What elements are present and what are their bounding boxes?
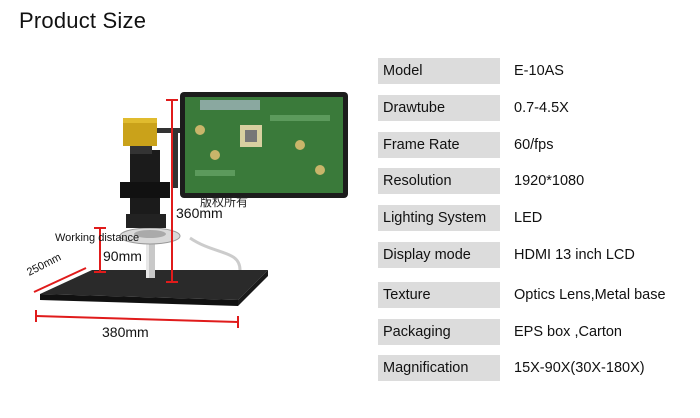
base-plate <box>40 270 268 300</box>
spec-label: Resolution <box>378 168 500 194</box>
power-cable <box>189 236 242 271</box>
spec-value: 60/fps <box>514 137 554 153</box>
monitor-screen <box>185 97 343 193</box>
spec-value: 1920*1080 <box>514 173 585 189</box>
spec-row-texture: Texture Optics Lens,Metal base <box>378 282 688 308</box>
spec-label: Drawtube <box>378 95 500 121</box>
spec-value: HDMI 13 inch LCD <box>514 247 635 263</box>
working-distance-label: Working distance <box>55 232 140 244</box>
spec-label: Magnification <box>378 355 500 381</box>
spec-value: 15X-90X(30X-180X) <box>514 360 645 376</box>
spec-row-lighting-system: Lighting System LED <box>378 205 688 231</box>
spec-value: LED <box>514 210 543 226</box>
spec-row-frame-rate: Frame Rate 60/fps <box>378 132 688 158</box>
spec-label: Display mode <box>378 242 500 268</box>
spec-row-packaging: Packaging EPS box ,Carton <box>378 319 688 345</box>
spec-row-drawtube: Drawtube 0.7-4.5X <box>378 95 688 121</box>
spec-row-model: Model E-10AS <box>378 58 688 84</box>
spec-value: EPS box ,Carton <box>514 324 622 340</box>
spec-label: Frame Rate <box>378 132 500 158</box>
spec-row-magnification: Magnification 15X-90X(30X-180X) <box>378 355 688 381</box>
width-dimension-label: 380mm <box>102 324 149 340</box>
depth-dimension-line <box>33 267 87 293</box>
spec-value: 0.7-4.5X <box>514 100 569 116</box>
working-distance-value: 90mm <box>103 248 142 264</box>
height-dimension-label: 360mm <box>176 205 223 221</box>
width-dimension-line <box>35 315 239 323</box>
spec-row-resolution: Resolution 1920*1080 <box>378 168 688 194</box>
monitor-arm <box>157 128 183 133</box>
product-illustration: 版权所有 360mm Working distance 90mm 250mm 3… <box>25 92 348 340</box>
base-plate-front <box>40 294 238 306</box>
spec-value: Optics Lens,Metal base <box>514 287 666 303</box>
spec-label: Texture <box>378 282 500 308</box>
spec-label: Packaging <box>378 319 500 345</box>
spec-value: E-10AS <box>514 63 564 79</box>
spec-row-display-mode: Display mode HDMI 13 inch LCD <box>378 242 688 268</box>
watermark-text: 版权所有 <box>200 195 249 209</box>
microscope-drawing <box>33 92 348 328</box>
page-title: Product Size <box>19 8 147 33</box>
spec-label: Lighting System <box>378 205 500 231</box>
spec-label: Model <box>378 58 500 84</box>
